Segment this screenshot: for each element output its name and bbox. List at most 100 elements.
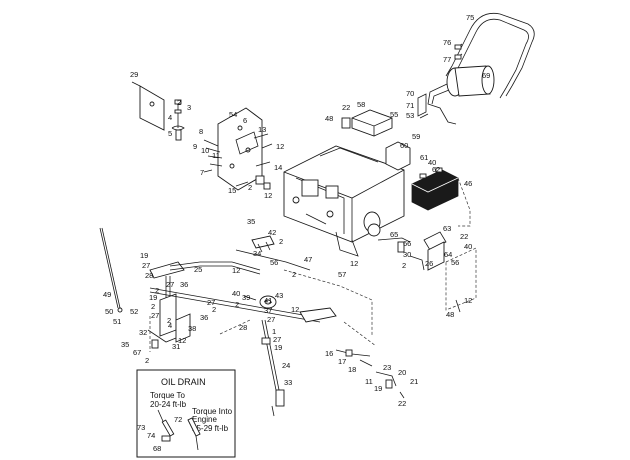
- callout: 36: [200, 313, 208, 322]
- pulley-39-41: [243, 295, 277, 309]
- callout: 12: [264, 191, 272, 200]
- callout: 30: [403, 250, 411, 259]
- callout: 28: [145, 271, 153, 280]
- callout: 57: [338, 270, 346, 279]
- callout: 49: [103, 290, 111, 299]
- cross-shaft-43: [149, 287, 337, 323]
- callout: 54: [229, 110, 237, 119]
- callout: 35: [247, 217, 255, 226]
- callout: 62: [432, 165, 440, 174]
- callout: 40: [232, 289, 240, 298]
- muffler: [427, 65, 495, 125]
- callout: 2: [212, 305, 216, 314]
- callout: 69: [482, 71, 490, 80]
- callout: 28: [239, 323, 247, 332]
- callout: 4: [168, 113, 172, 122]
- callout: 11: [365, 377, 373, 386]
- callout: 46: [464, 179, 472, 188]
- dashed-leaders: [149, 269, 377, 352]
- oil-drain-title: OIL DRAIN: [161, 377, 206, 387]
- battery-46: [403, 167, 471, 227]
- torque-to-line1: Torque To: [150, 391, 186, 400]
- callout: 26: [425, 259, 433, 268]
- callout: 52: [130, 307, 138, 316]
- callout: 18: [348, 365, 356, 374]
- callout: 19: [149, 293, 157, 302]
- callout: 22: [398, 399, 406, 408]
- callout: 43: [275, 291, 283, 300]
- callout: 35: [121, 340, 129, 349]
- callout: 2: [248, 183, 252, 192]
- torque-to-line2: 20-24 ft-lb: [150, 400, 187, 409]
- callout: 14: [274, 163, 282, 172]
- callout: 74: [147, 431, 155, 440]
- callout: 67: [133, 348, 141, 357]
- callout: 21: [410, 377, 418, 386]
- callout: 10: [201, 146, 209, 155]
- handle-assembly: [445, 12, 535, 99]
- fasteners-2-5: [171, 99, 185, 141]
- bracket-58-55: [341, 109, 393, 137]
- torque-into-line1: Torque Into: [192, 407, 233, 416]
- callout: 76: [443, 38, 451, 47]
- callout: 70: [406, 89, 414, 98]
- callout: 55: [390, 110, 398, 119]
- callout: 2: [292, 270, 296, 279]
- callout: 13: [258, 125, 266, 134]
- callout: 27: [207, 298, 215, 307]
- callout: 63: [443, 224, 451, 233]
- callout: 41: [264, 296, 272, 305]
- callout: 56: [451, 258, 459, 267]
- vertical-rod-24: [261, 319, 285, 417]
- callout: 25: [194, 265, 202, 274]
- callout: 40: [464, 242, 472, 251]
- callout: 19: [140, 251, 148, 260]
- callout: 50: [105, 307, 113, 316]
- callout: 12: [276, 142, 284, 151]
- callout: 31: [172, 342, 180, 351]
- callout: 58: [357, 100, 365, 109]
- callout: 59: [412, 132, 420, 141]
- bracket-70-71-53: [417, 93, 429, 119]
- callout: 2: [167, 316, 171, 325]
- torque-into-line3: 25-29 ft-lb: [192, 424, 229, 433]
- main-frame: [283, 145, 405, 257]
- callout: 8: [199, 127, 203, 136]
- callout: 12: [178, 336, 186, 345]
- callout: 48: [446, 310, 454, 319]
- callout: 2: [145, 356, 149, 365]
- callout: 2: [177, 98, 181, 107]
- hardware-20-23: [375, 371, 405, 399]
- callout: 61: [420, 153, 428, 162]
- callout: 34: [253, 249, 261, 258]
- torque-into-line2: Engine: [192, 415, 217, 424]
- callout: 7: [200, 168, 204, 177]
- callout: 53: [406, 111, 414, 120]
- callout: 66: [403, 239, 411, 248]
- callout: 64: [444, 250, 452, 259]
- callout: 27: [151, 311, 159, 320]
- callout: 38: [188, 324, 196, 333]
- callout: 5: [168, 129, 172, 138]
- bracket-60: [385, 141, 411, 171]
- right-panel: [423, 231, 477, 313]
- callout: 32: [139, 328, 147, 337]
- pivot-34-42: [235, 235, 311, 271]
- callout: 40: [428, 158, 436, 167]
- callout: 12: [350, 259, 358, 268]
- callout: 16: [325, 349, 333, 358]
- callout: 19: [274, 343, 282, 352]
- callout: 48: [325, 114, 333, 123]
- callout: 15: [228, 186, 236, 195]
- callout: 37: [264, 306, 272, 315]
- callout: 2: [279, 237, 283, 246]
- callout: 72: [174, 415, 182, 424]
- callout: 39: [242, 293, 250, 302]
- callout-labels: 75 76 77 69 70 71 53 29 2 3 4 5 54 6 13 …: [103, 13, 490, 453]
- linkage-65-66: [377, 237, 425, 271]
- callout: 51: [113, 317, 121, 326]
- callout: 29: [130, 70, 138, 79]
- callout: 9: [193, 142, 197, 151]
- callout: 56: [270, 258, 278, 267]
